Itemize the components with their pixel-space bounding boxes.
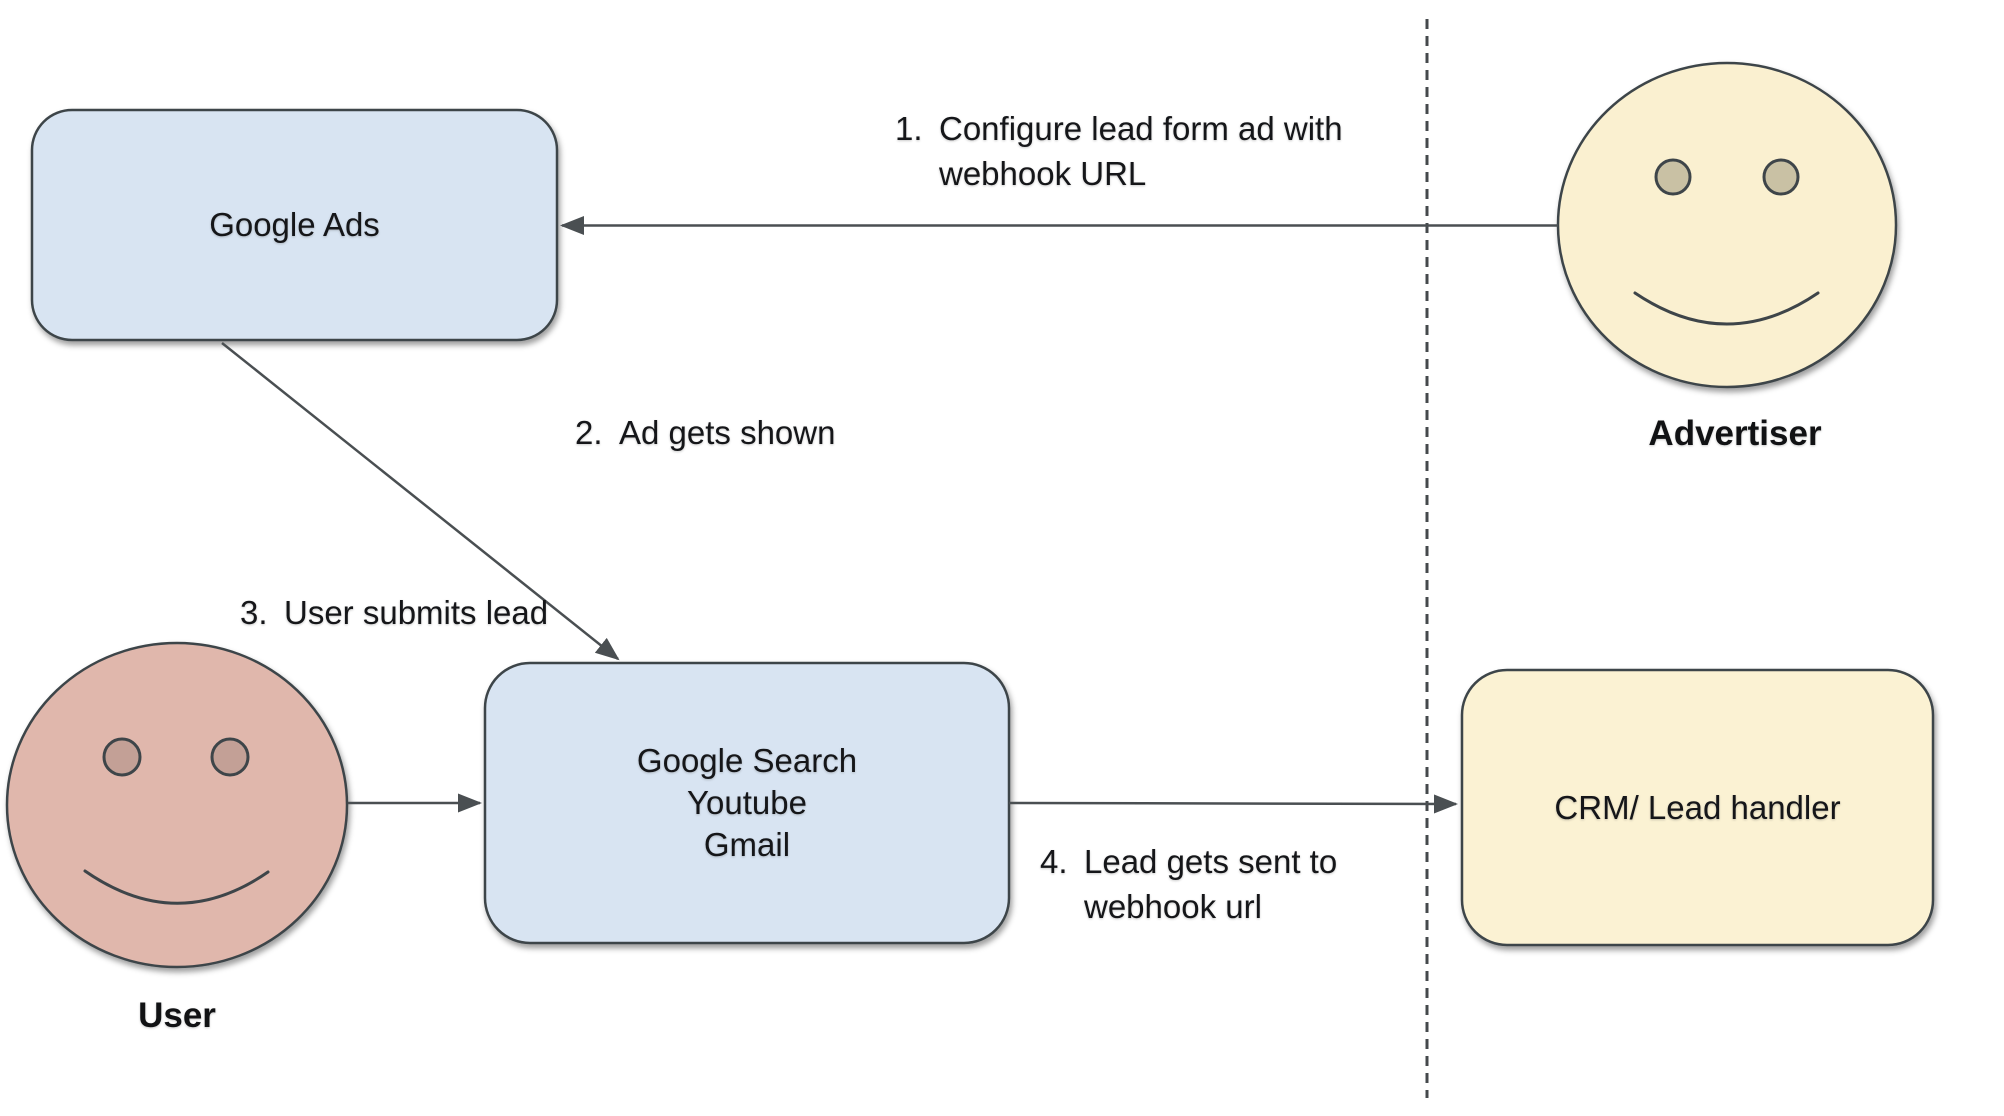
advertiser-left-eye-icon — [1654, 158, 1692, 196]
google-surfaces-node — [483, 661, 1011, 945]
step-2-label: 2. Ad gets shown — [575, 410, 835, 455]
step-4-number: 4. — [1040, 843, 1068, 880]
advertiser-label: Advertiser — [1648, 414, 1822, 453]
step-1-number: 1. — [895, 110, 923, 147]
step-3-label: 3. User submits lead — [240, 590, 548, 635]
step-2-number: 2. — [575, 414, 603, 451]
step-1-label: 1. Configure lead form ad with webhook U… — [895, 106, 1343, 196]
user-face-icon — [5, 641, 349, 969]
step-4-label: 4. Lead gets sent to webhook url — [1040, 839, 1337, 929]
crm-node — [1460, 668, 1935, 947]
arrow-2-ad-gets-shown — [221, 342, 620, 661]
google-ads-node — [30, 108, 559, 342]
arrow-4-lead-sent-webhook — [1008, 794, 1458, 814]
advertiser-right-eye-icon — [1762, 158, 1800, 196]
step-1-text: Configure lead form ad with webhook URL — [939, 110, 1343, 192]
user-label: User — [138, 996, 216, 1035]
user-mouth-icon — [83, 869, 270, 905]
advertiser-mouth-icon — [1633, 291, 1820, 326]
advertiser-face-icon — [1556, 61, 1898, 389]
step-4-text: Lead gets sent to webhook url — [1084, 843, 1338, 925]
step-3-number: 3. — [240, 594, 268, 631]
step-3-text: User submits lead — [284, 594, 549, 631]
step-2-text: Ad gets shown — [619, 414, 836, 451]
user-right-eye-icon — [210, 737, 250, 777]
user-left-eye-icon — [102, 737, 142, 777]
